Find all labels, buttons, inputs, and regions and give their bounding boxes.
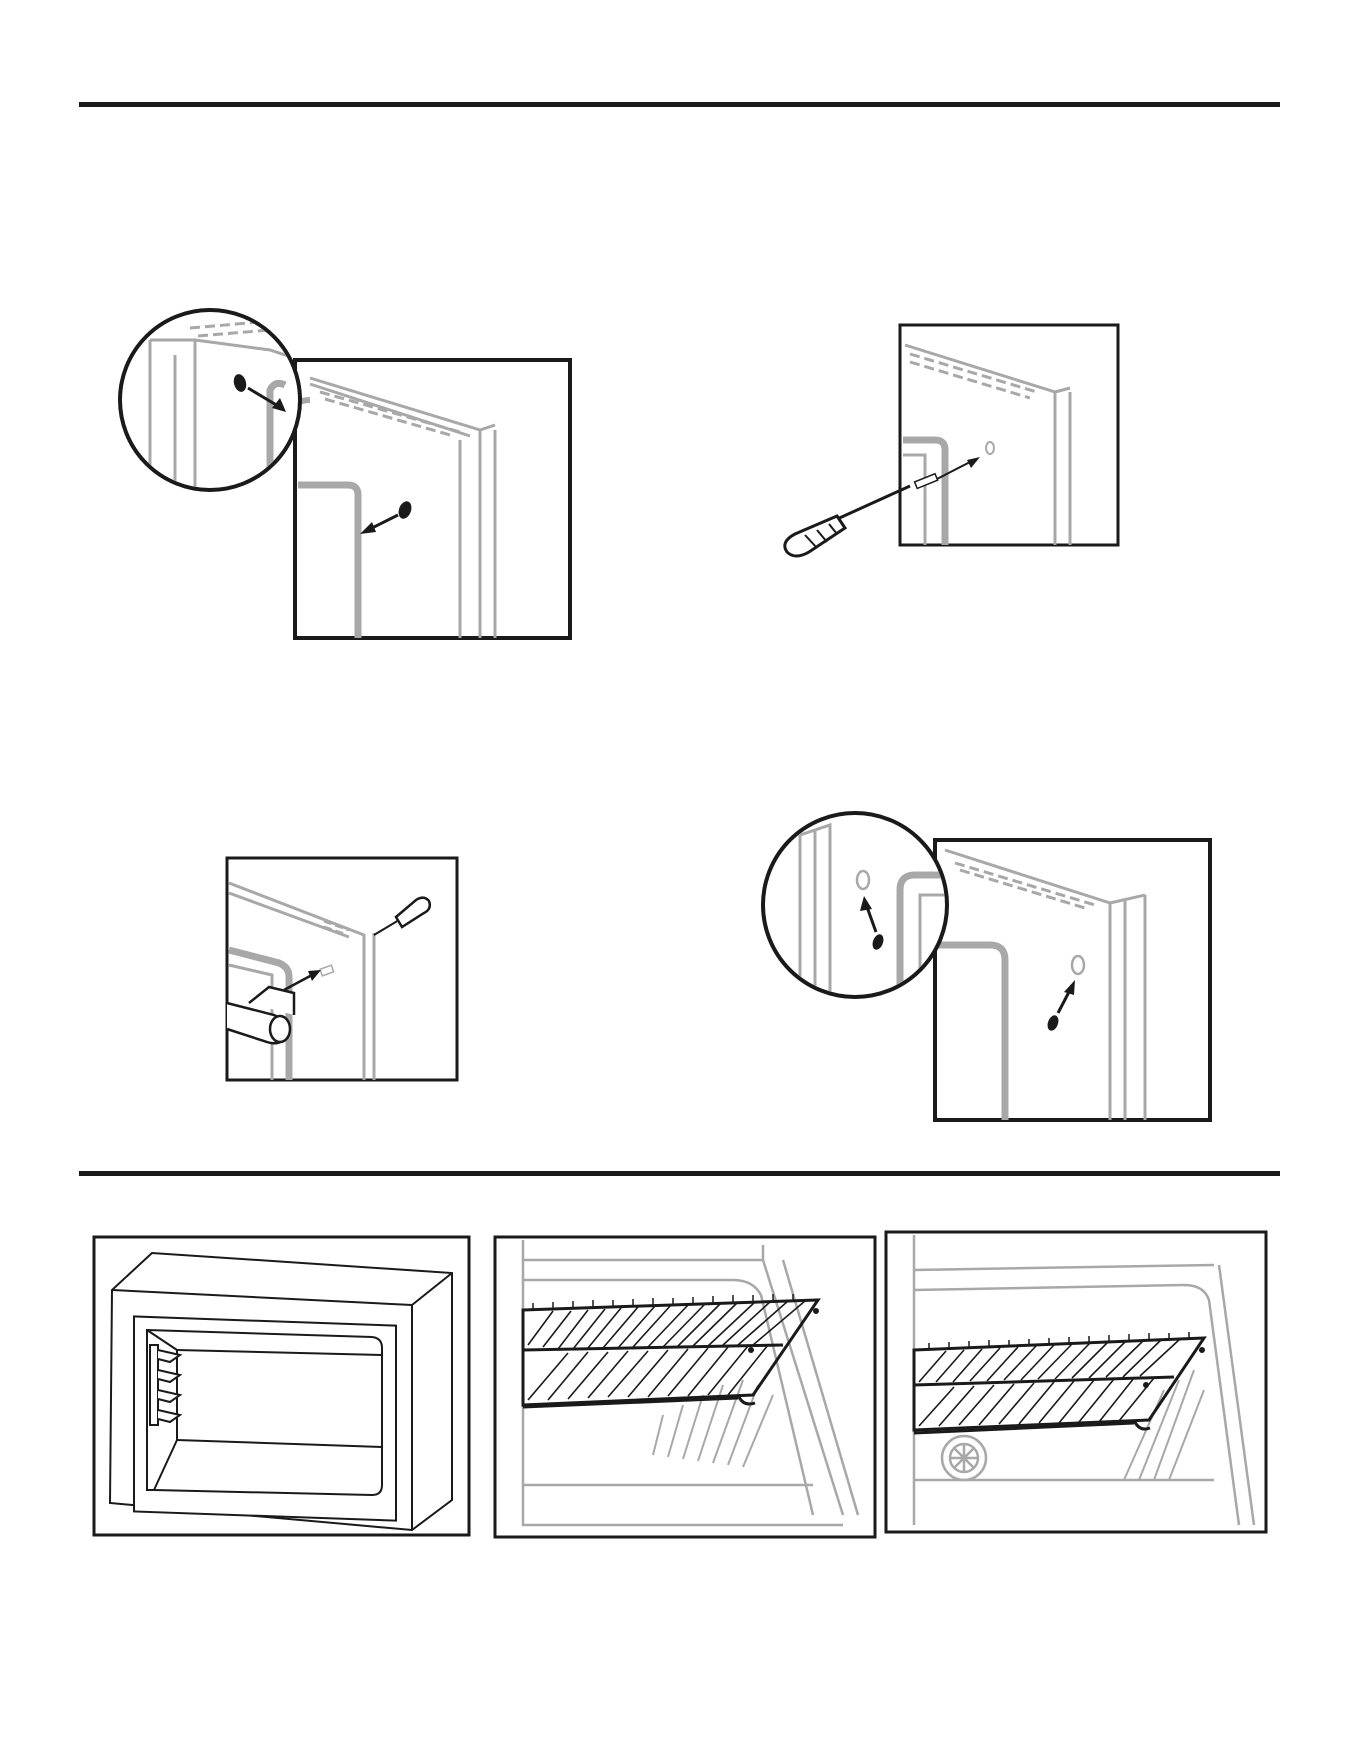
figure-hole-plug-install bbox=[760, 795, 1220, 1125]
middle-section-rule bbox=[79, 1171, 1280, 1176]
figure-screwdriver-insert-screw bbox=[775, 320, 1125, 570]
figure-hinge-hole-plug-removal bbox=[120, 300, 580, 645]
top-section-rule bbox=[79, 102, 1280, 107]
figure-wire-shelf-lower bbox=[884, 1230, 1269, 1535]
figure-cabinet-interior bbox=[92, 1235, 472, 1540]
figure-wire-shelf-upper bbox=[493, 1235, 878, 1540]
figure-screwdriver-bracket-hinge bbox=[224, 855, 464, 1085]
